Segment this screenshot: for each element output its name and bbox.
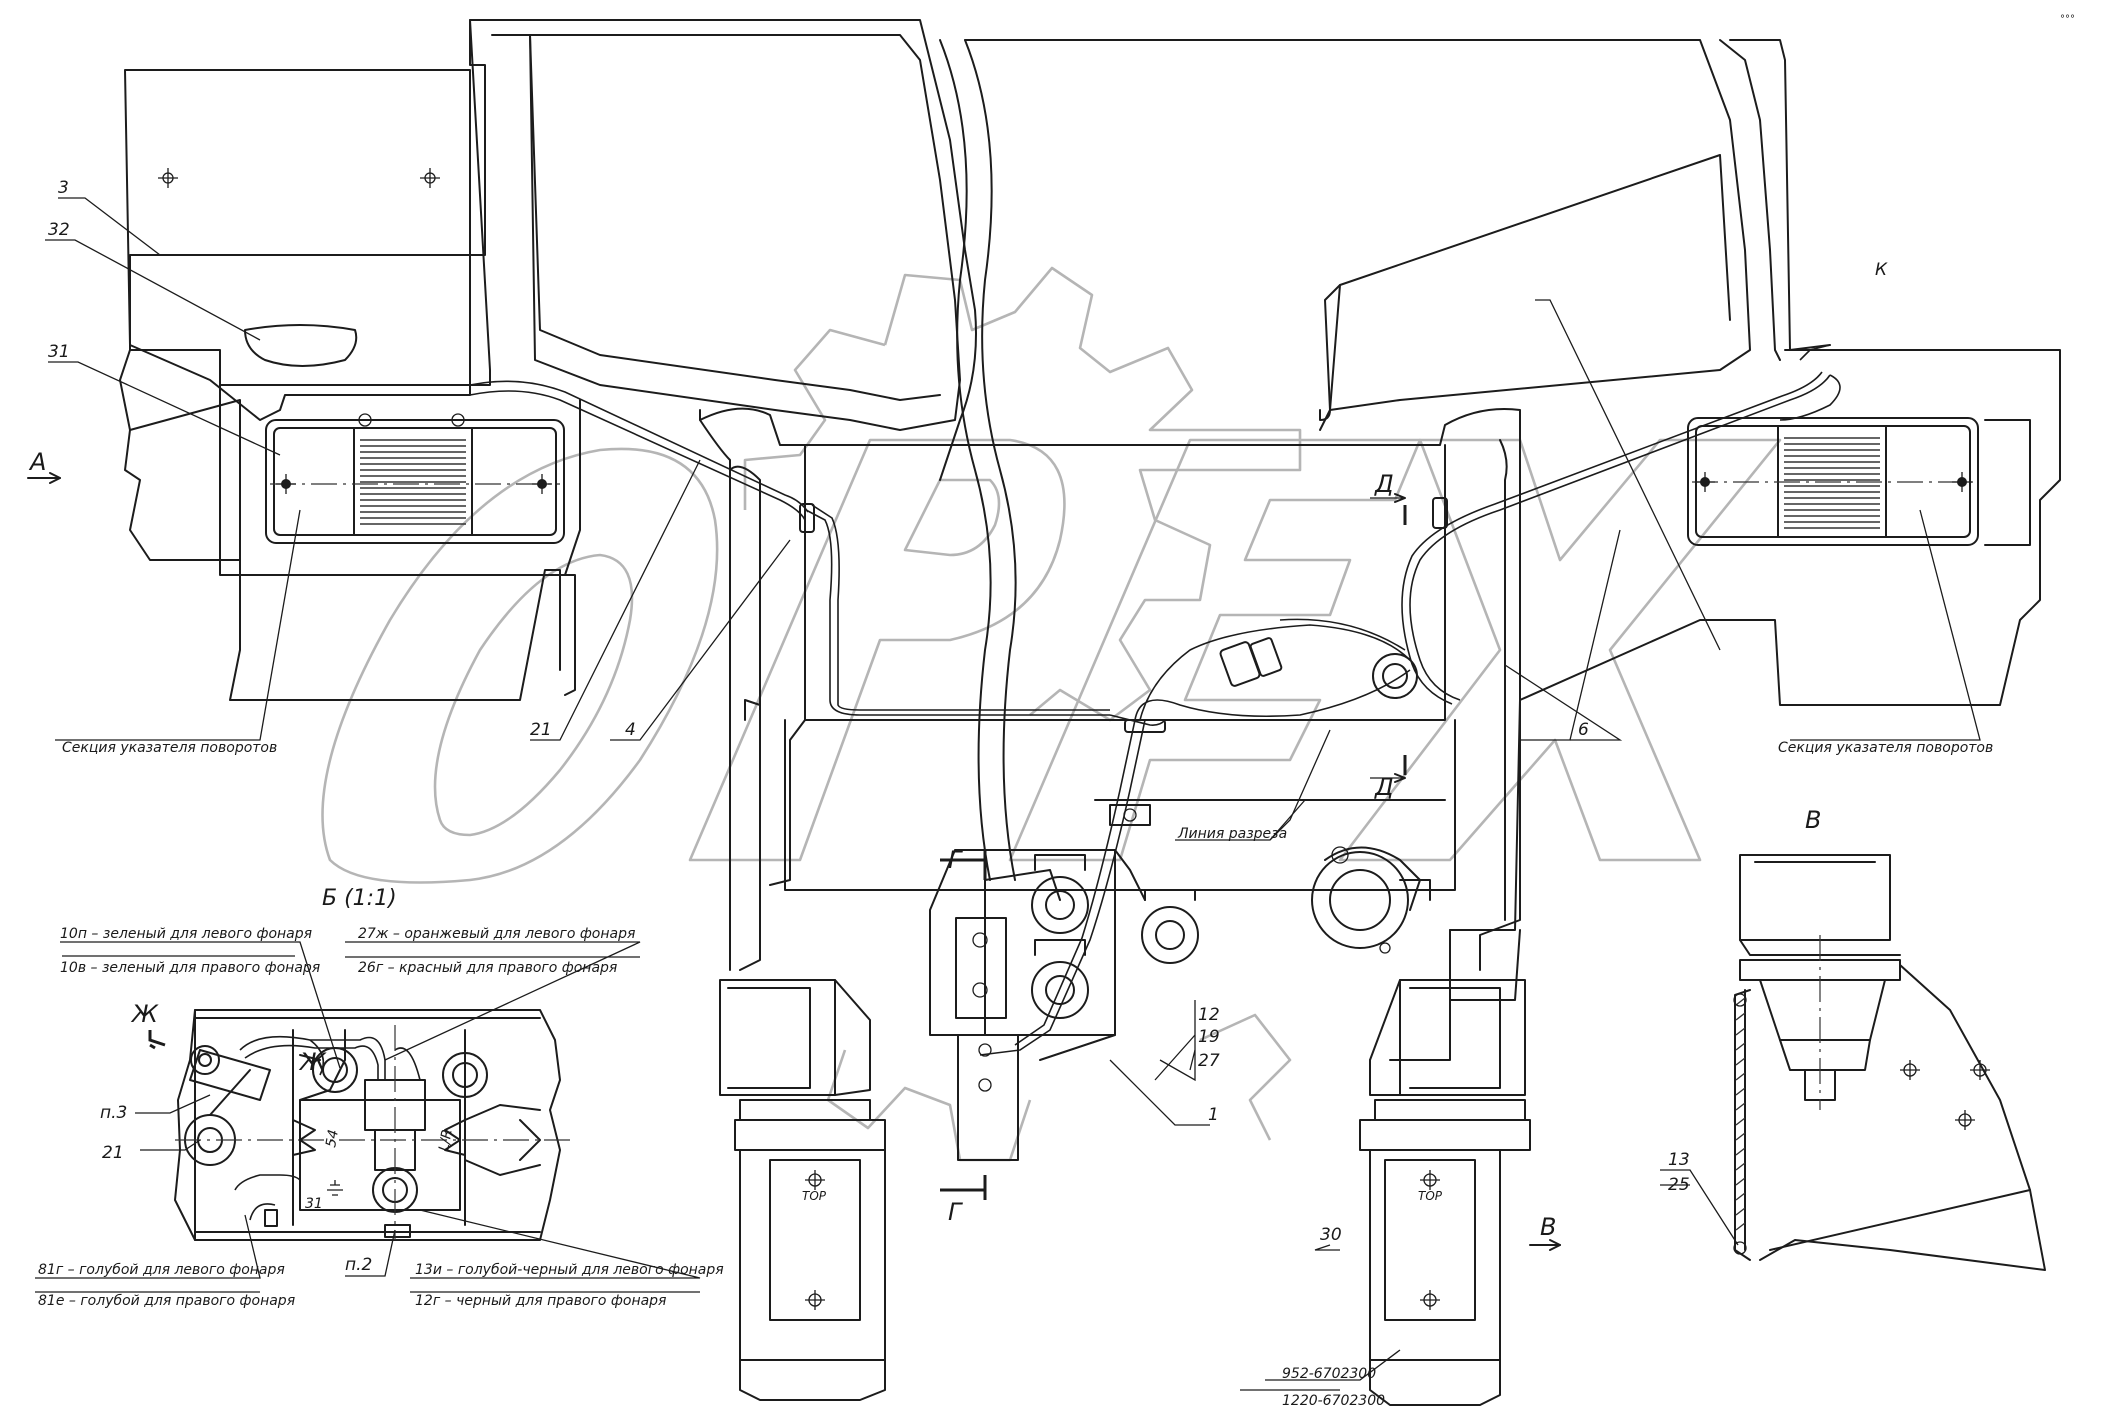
section-g-bottom: Г — [948, 1198, 963, 1226]
wire-note-81e: 81е – голубой для правого фонаря — [38, 1293, 295, 1309]
section-marks — [27, 472, 1561, 1251]
left-rear-lamp — [219, 384, 581, 696]
wire-note-27zh: 27ж – оранжевый для левого фонаря — [358, 926, 635, 942]
callout-21: 21 — [530, 720, 552, 740]
wire-note-13i: 13и – голубой-черный для левого фонаря — [415, 1262, 724, 1278]
callout-6: 6 — [1578, 720, 1589, 740]
view-v-detail — [1733, 854, 2046, 1271]
view-v-title: В — [1805, 806, 1821, 834]
callout-19: 19 — [1198, 1027, 1220, 1047]
mark-54: 54 — [323, 1128, 342, 1148]
wire-note-10v: 10в – зеленый для правого фонаря — [60, 960, 320, 976]
section-zh-inner: Ж — [298, 1048, 327, 1076]
callout-13: 13 — [1668, 1150, 1690, 1170]
callout-1: 1 — [1208, 1105, 1219, 1125]
callout-3: 3 — [58, 178, 69, 198]
section-g-top: Г — [948, 846, 963, 874]
part-number-2: 1220-6702300 — [1282, 1393, 1385, 1409]
tor-label-1: ТОР — [802, 1189, 827, 1203]
right-lower-bracket — [1359, 979, 1531, 1406]
ground-31-label: 31 — [305, 1196, 323, 1212]
wire-note-10p: 10п – зеленый для левого фонаря — [60, 926, 312, 942]
section-d-top: Д — [1374, 470, 1394, 498]
section-zh: Ж — [130, 1000, 159, 1028]
callout-p3: п.3 — [100, 1103, 127, 1123]
wire-note-26g: 26г – красный для правого фонаря — [358, 960, 617, 976]
leader-lines — [35, 197, 1981, 1391]
wiring-harness — [469, 344, 1841, 1056]
part-number-1: 952-6702300 — [1282, 1366, 1376, 1382]
wire-note-12g: 12г – черный для правого фонаря — [415, 1293, 666, 1309]
callout-p2: п.2 — [345, 1255, 372, 1275]
left-mounting-plate — [124, 69, 471, 421]
tor-label-2: ТОР — [1418, 1189, 1443, 1203]
wire-note-81g: 81г – голубой для левого фонаря — [38, 1262, 285, 1278]
callout-k: К — [1875, 260, 1888, 280]
corner-mark: °°° — [2060, 14, 2075, 25]
callout-27: 27 — [1198, 1051, 1220, 1071]
turn-section-right-label: Секция указателя поворотов — [1778, 740, 1993, 756]
detail-b-view — [148, 1009, 570, 1241]
callout-31: 31 — [48, 342, 70, 362]
callout-25: 25 — [1668, 1175, 1690, 1195]
callout-12: 12 — [1198, 1005, 1220, 1025]
right-socket — [1311, 846, 1431, 954]
socket-bracket — [929, 849, 1199, 1200]
mark-lr: L/R — [436, 1128, 456, 1153]
turn-section-left-label: Секция указателя поворотов — [62, 740, 277, 756]
section-a: А — [28, 448, 46, 476]
right-rear-lamp — [1687, 417, 2031, 546]
section-line-label: Линия разреза — [1177, 826, 1287, 842]
callout-21-detail: 21 — [102, 1143, 124, 1163]
callout-30: 30 — [1320, 1225, 1342, 1245]
section-d-bottom: Д — [1374, 773, 1394, 801]
callout-32: 32 — [48, 220, 70, 240]
detail-b-title: Б (1:1) — [322, 886, 397, 911]
callout-4: 4 — [625, 720, 636, 740]
view-v-arrow: В — [1540, 1213, 1556, 1241]
vehicle-body — [119, 19, 2061, 1061]
left-lower-bracket — [719, 979, 886, 1401]
